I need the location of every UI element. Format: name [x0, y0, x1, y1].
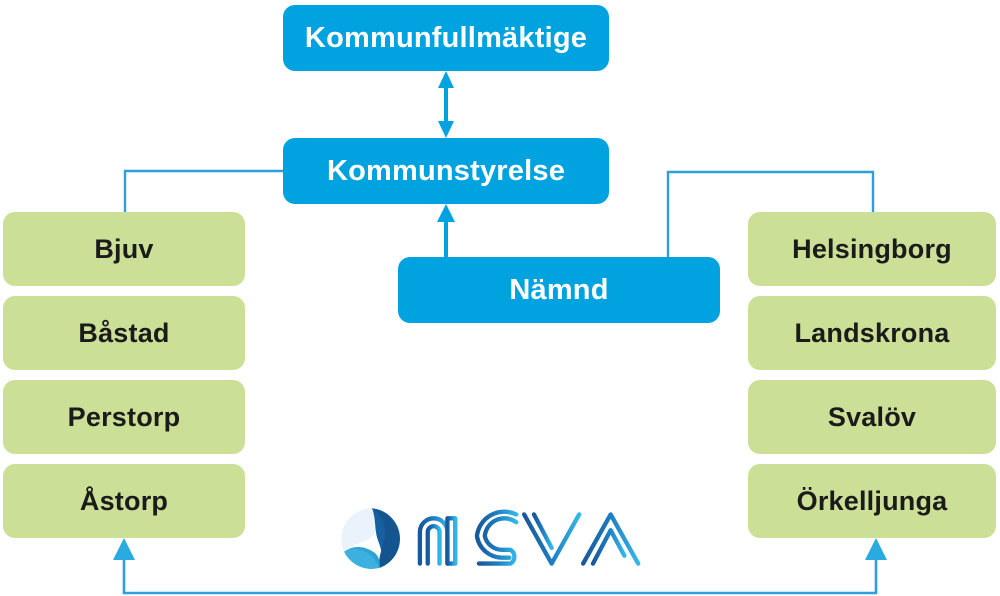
node-municipality-orkelljunga[interactable]: Örkelljunga — [748, 464, 996, 538]
node-municipality-perstorp-label: Perstorp — [67, 401, 181, 432]
node-municipality-bjuv-label: Bjuv — [94, 233, 154, 264]
node-municipality-bastad-label: Båstad — [78, 317, 170, 348]
arrow-namnd-kommunstyrelse — [437, 204, 455, 257]
nsva-logo — [340, 503, 655, 575]
connector-left-bracket — [123, 169, 283, 212]
node-municipality-astorp[interactable]: Åstorp — [3, 464, 245, 538]
node-municipality-astorp-label: Åstorp — [79, 485, 169, 516]
node-kommunfullmaktige[interactable]: Kommunfullmäktige — [283, 5, 609, 71]
node-municipality-landskrona[interactable]: Landskrona — [748, 296, 996, 370]
node-municipality-bastad[interactable]: Båstad — [3, 296, 245, 370]
node-municipality-helsingborg[interactable]: Helsingborg — [748, 212, 996, 286]
water-droplet-swirl-icon — [341, 508, 403, 570]
node-municipality-perstorp[interactable]: Perstorp — [3, 380, 245, 454]
node-namnd[interactable]: Nämnd — [398, 257, 720, 323]
node-municipality-svalov[interactable]: Svalöv — [748, 380, 996, 454]
node-namnd-label: Nämnd — [509, 273, 609, 306]
arrow-kommunfullmaktige-kommunstyrelse — [438, 71, 454, 138]
arrow-head-right-up — [865, 538, 887, 560]
node-municipality-svalov-label: Svalöv — [827, 401, 917, 432]
node-kommunstyrelse[interactable]: Kommunstyrelse — [283, 138, 609, 204]
nsva-wordmark — [417, 509, 641, 566]
node-municipality-bjuv[interactable]: Bjuv — [3, 212, 245, 286]
arrow-head-left-up — [113, 538, 135, 560]
node-kommunstyrelse-label: Kommunstyrelse — [326, 154, 566, 187]
node-municipality-helsingborg-label: Helsingborg — [792, 233, 952, 264]
node-kommunfullmaktige-label: Kommunfullmäktige — [304, 21, 588, 54]
node-municipality-landskrona-label: Landskrona — [794, 317, 950, 348]
node-municipality-orkelljunga-label: Örkelljunga — [796, 485, 948, 516]
